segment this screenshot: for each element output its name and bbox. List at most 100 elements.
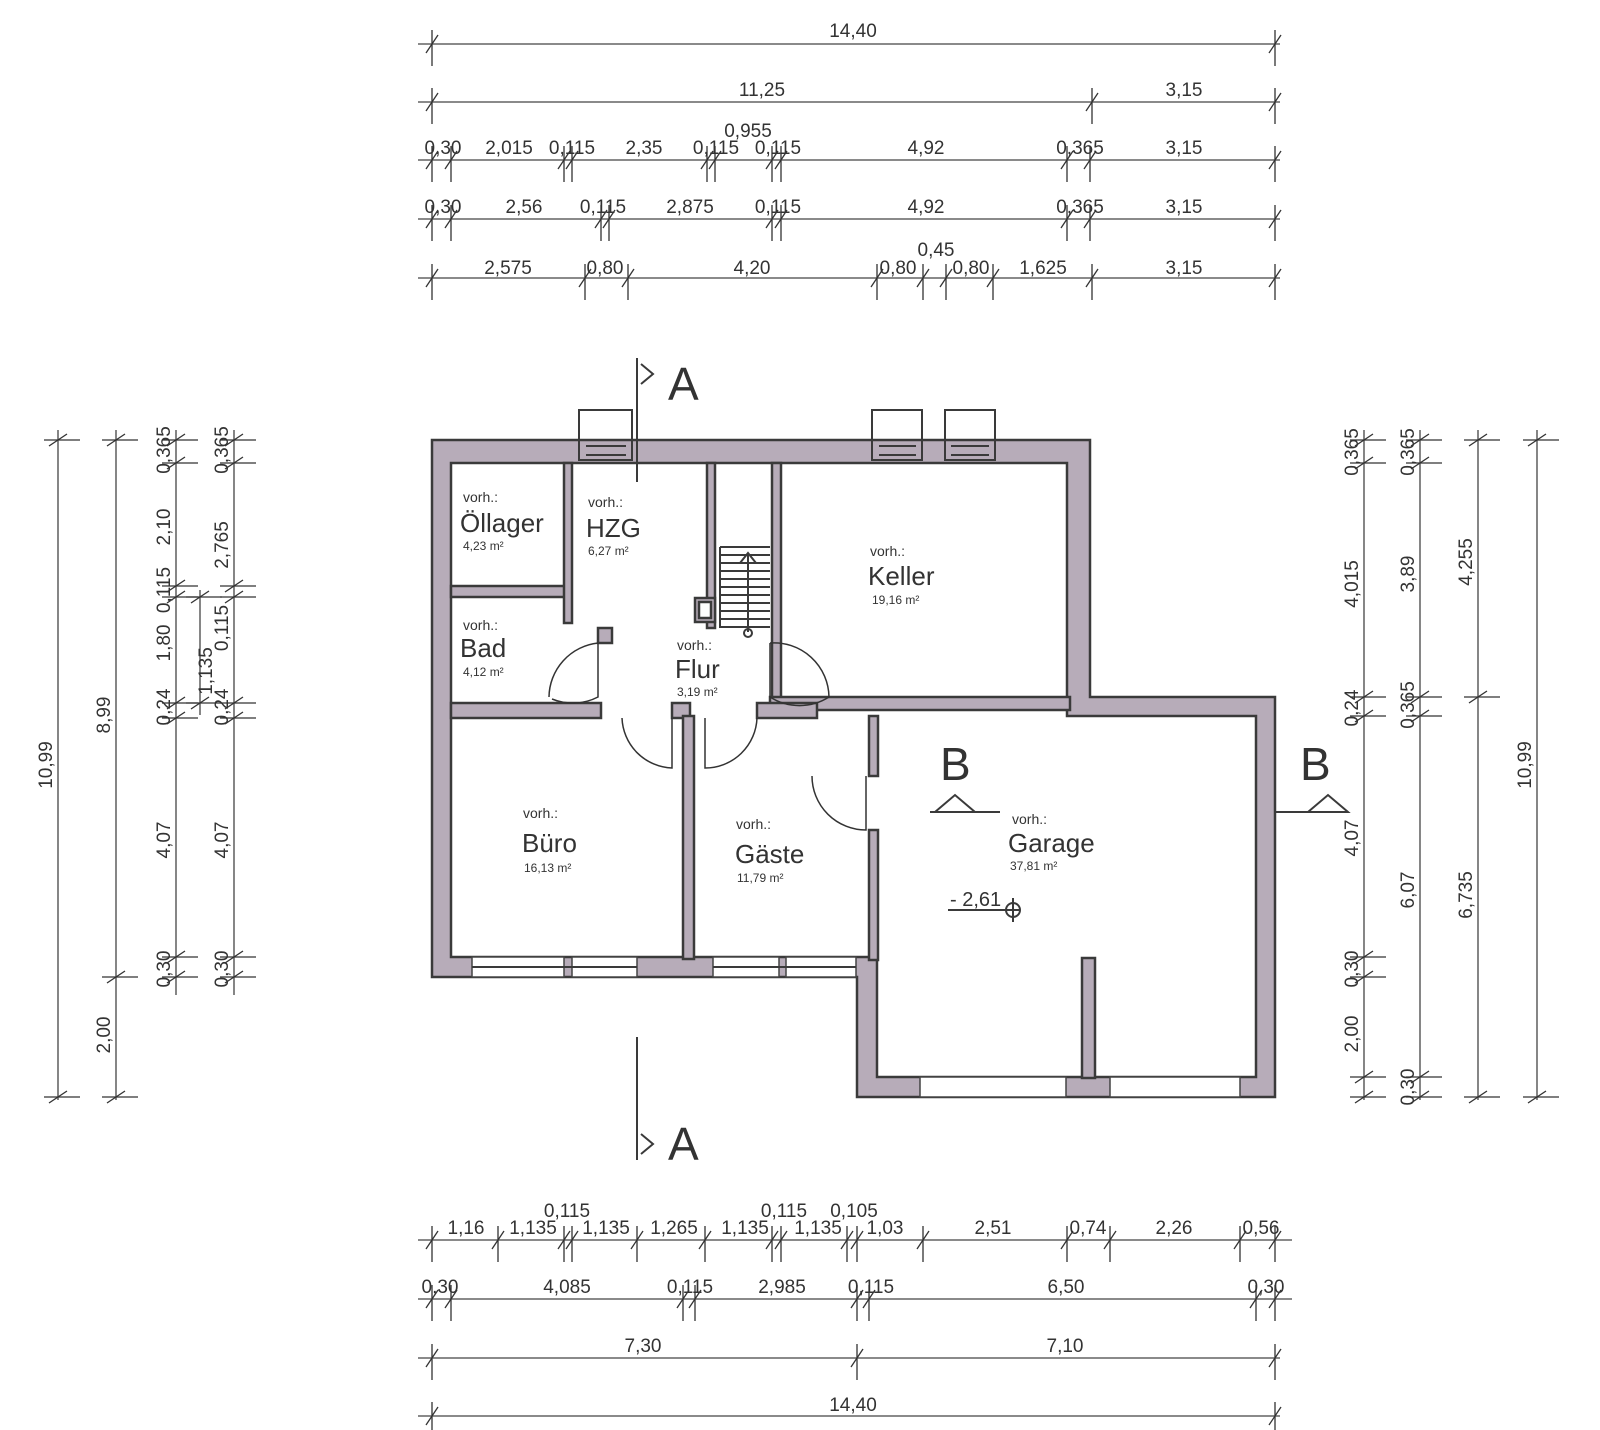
dim-label: 2,51 [975, 1218, 1012, 1239]
room-area: 4,23 m² [463, 539, 504, 553]
partition-walls [449, 461, 1097, 1080]
dim-label: 0,115 [761, 1201, 807, 1222]
dim-label: 2,56 [506, 197, 543, 218]
dim-label: 4,085 [543, 1277, 591, 1298]
dim-label: 0,365 [1056, 197, 1104, 218]
level-mark-label: - 2,61 [950, 889, 1001, 911]
room-garage: vorh.: Garage 37,81 m² [1008, 811, 1095, 873]
dim-label: 6,50 [1048, 1277, 1085, 1298]
staircase [719, 546, 770, 638]
dim-label: 1,135 [721, 1218, 769, 1239]
dim-label: 8,99 [94, 697, 115, 734]
room-area: 16,13 m² [524, 861, 571, 875]
dim-label: 0,115 [755, 197, 801, 218]
dim-label: 0,30 [1398, 1069, 1419, 1106]
dim-label: 4,20 [734, 258, 771, 279]
dim-label: 2,35 [626, 138, 663, 159]
dim-label: 1,03 [867, 1218, 904, 1239]
room-name: Öllager [460, 508, 544, 538]
dim-label: 0,74 [1070, 1218, 1107, 1239]
room-name: Garage [1008, 828, 1095, 858]
room-keller: vorh.: Keller 19,16 m² [868, 543, 935, 607]
dim-label: 0,24 [212, 688, 233, 725]
dim-label: 0,365 [1056, 138, 1104, 159]
dim-label: 0,115 [544, 1201, 590, 1222]
dim-label: 2,765 [212, 521, 233, 569]
dim-label: 2,26 [1156, 1218, 1193, 1239]
dim-label: 0,365 [154, 426, 175, 474]
room-name: Flur [675, 654, 720, 684]
windows [471, 956, 1241, 1098]
room-name: Gäste [735, 839, 804, 869]
dim-label: 1,135 [582, 1218, 630, 1239]
dim-label: 0,115 [755, 138, 801, 159]
dim-label: 0,365 [1342, 428, 1363, 476]
dim-label: 0,30 [425, 138, 462, 159]
doors [548, 642, 867, 831]
dim-label: 1,265 [650, 1218, 698, 1239]
dim-label: 0,955 [724, 121, 772, 142]
dim-label: 0,115 [848, 1277, 894, 1298]
dim-label: 0,30 [1342, 951, 1363, 988]
room-prefix: vorh.: [463, 617, 498, 633]
room-name: Keller [868, 561, 935, 591]
dim-label: 4,92 [908, 138, 945, 159]
dim-label: 0,115 [212, 605, 233, 651]
room-area: 6,27 m² [588, 544, 629, 558]
dimension-lines-left [57, 430, 235, 1100]
dim-label: 3,15 [1166, 138, 1203, 159]
dim-label: 0,105 [830, 1201, 878, 1222]
room-gaeste: vorh.: Gäste 11,79 m² [735, 816, 804, 885]
dim-label: 0,80 [953, 258, 990, 279]
dim-label: 0,115 [549, 138, 595, 159]
room-prefix: vorh.: [463, 489, 498, 505]
dimension-lines-bottom [418, 1239, 1292, 1417]
dim-label: 0,30 [212, 951, 233, 988]
dim-label: 14,40 [829, 1395, 877, 1416]
room-name: HZG [586, 513, 641, 543]
dim-label: 4,07 [212, 822, 233, 859]
dim-label: 1,135 [509, 1218, 557, 1239]
dim-label: 0,45 [918, 240, 955, 261]
dim-label: 1,625 [1019, 258, 1067, 279]
section-mark-b-right: B [1300, 738, 1331, 790]
section-marks: A A B B [636, 358, 1351, 1170]
dim-label: 2,00 [1342, 1016, 1363, 1053]
dim-label: 7,10 [1047, 1336, 1084, 1357]
dim-label: 3,15 [1166, 258, 1203, 279]
room-area: 4,12 m² [463, 665, 504, 679]
dim-label: 6,07 [1398, 872, 1419, 909]
dim-label: 1,80 [154, 625, 175, 662]
dim-label: 0,24 [1342, 689, 1363, 726]
dim-label: 6,735 [1456, 871, 1477, 919]
room-buero: vorh.: Büro 16,13 m² [522, 805, 577, 875]
dim-label: 0,80 [587, 258, 624, 279]
dim-label: 0,365 [212, 426, 233, 474]
dim-label: 0,56 [1243, 1218, 1280, 1239]
dim-label: 0,115 [667, 1277, 713, 1298]
dim-label: 0,24 [154, 688, 175, 725]
dim-label: 11,25 [739, 80, 785, 101]
room-area: 19,16 m² [872, 593, 919, 607]
dim-label: 7,30 [625, 1336, 662, 1357]
dim-label: 2,10 [154, 509, 175, 546]
room-name: Büro [522, 828, 577, 858]
dim-label: 2,00 [94, 1017, 115, 1054]
room-flur: vorh.: Flur 3,19 m² [675, 637, 720, 699]
dim-label: 1,135 [196, 647, 217, 695]
room-labels: vorh.: Öllager 4,23 m² vorh.: HZG 6,27 m… [460, 489, 1095, 885]
dim-label: 3,89 [1398, 556, 1419, 593]
dim-label: 4,07 [1342, 820, 1363, 857]
room-prefix: vorh.: [870, 543, 905, 559]
dimension-lines-right [1363, 430, 1538, 1100]
room-bad: vorh.: Bad 4,12 m² [460, 617, 506, 679]
room-area: 3,19 m² [677, 685, 718, 699]
room-prefix: vorh.: [523, 805, 558, 821]
room-oellager: vorh.: Öllager 4,23 m² [460, 489, 544, 553]
dimension-ticks [44, 30, 1559, 1430]
room-prefix: vorh.: [736, 816, 771, 832]
dim-label: 4,07 [154, 822, 175, 859]
dim-label: 0,115 [693, 138, 739, 159]
dim-label: 4,92 [908, 197, 945, 218]
dimension-labels-bottom: 1,16 1,135 0,115 1,135 1,265 1,135 0,115… [422, 1201, 1285, 1416]
